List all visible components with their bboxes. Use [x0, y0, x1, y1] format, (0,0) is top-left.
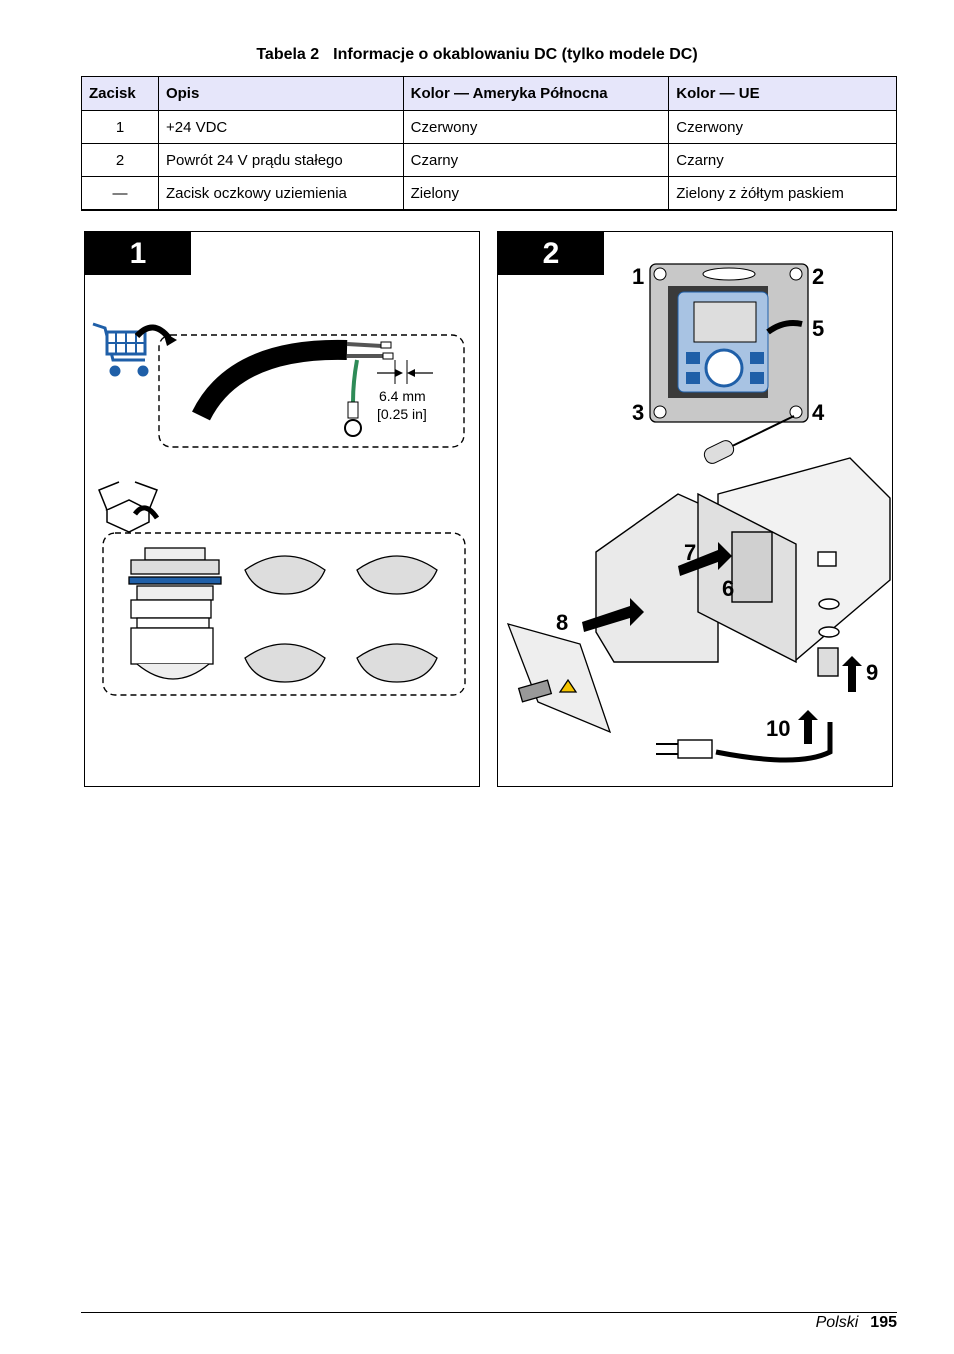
table-title: Informacje o okablowaniu DC (tylko model… [333, 46, 698, 63]
cable-detail-box [158, 334, 465, 448]
callout-3: 3 [632, 400, 644, 425]
cell-color-eu: Czarny [668, 143, 897, 177]
table-row: 2 Powrót 24 V prądu stałego Czarny Czarn… [81, 143, 897, 177]
ring-terminal [344, 419, 362, 437]
dc-wiring-table: Zacisk Opis Kolor — Ameryka Północna Kol… [81, 76, 897, 211]
cell-color-na: Czerwony [402, 110, 670, 144]
table-caption: Tabela 2 Informacje o okablowaniu DC (tyl… [0, 46, 954, 64]
power-cord [656, 722, 833, 763]
callout-4: 4 [812, 400, 825, 425]
callout-5: 5 [812, 316, 824, 341]
ground-wire [351, 359, 359, 403]
callout-10: 10 [766, 716, 790, 741]
col-header-color-eu: Kolor — UE [668, 76, 897, 111]
stripped-wires [346, 342, 385, 358]
cable-jacket [192, 339, 348, 421]
direction-arrows [582, 542, 862, 744]
step-number: 1 [85, 232, 191, 275]
callout-7: 7 [684, 540, 696, 565]
controller-front [649, 263, 809, 423]
figure-1-illustration: 6.4 mm [0.25 in] [92, 322, 466, 696]
table-row: — Zacisk oczkowy uziemienia Zielony Ziel… [81, 176, 897, 211]
page-number: 195 [870, 1314, 897, 1331]
cell-color-eu: Zielony z żółtym paskiem [668, 176, 897, 211]
table-label: Tabela 2 [256, 46, 320, 63]
callout-1: 1 [632, 264, 644, 289]
open-enclosure [595, 457, 891, 677]
figure-2-illustration: 1 2 3 4 5 6 7 8 9 10 [506, 263, 891, 763]
sealing-plug [244, 555, 438, 683]
col-header-description: Opis [157, 76, 404, 111]
table-row: 1 +24 VDC Czerwony Czerwony [81, 110, 897, 144]
open-box-icon [98, 481, 158, 533]
figure-step-2: 1 2 3 4 5 6 7 8 9 10 2 [497, 231, 893, 787]
callout-9: 9 [866, 660, 878, 685]
page-footer: Polski 195 [816, 1314, 897, 1332]
cell-description: +24 VDC [157, 110, 404, 144]
callout-8: 8 [556, 610, 568, 635]
cable-gland [128, 547, 222, 680]
curved-arrow-icon [132, 505, 160, 520]
cell-terminal: — [81, 176, 159, 211]
removed-cover-plate [506, 623, 612, 734]
footer-language: Polski [815, 1314, 859, 1331]
col-header-terminal: Zacisk [81, 76, 159, 111]
cell-terminal: 2 [81, 143, 159, 177]
cell-description: Powrót 24 V prądu stałego [157, 143, 404, 177]
callout-labels: 1 2 3 4 5 6 7 8 9 10 [556, 264, 878, 741]
strip-length-in: [0.25 in] [377, 406, 427, 422]
cell-color-eu: Czerwony [668, 110, 897, 144]
cell-description: Zacisk oczkowy uziemienia [157, 176, 404, 211]
step-number: 2 [498, 232, 604, 275]
figure-step-1: 6.4 mm [0.25 in] 1 [84, 231, 480, 787]
parts-box [102, 532, 466, 696]
callout-6: 6 [722, 576, 734, 601]
rotate-arrow-icon [766, 320, 803, 335]
screwdriver-icon [703, 415, 795, 464]
footer-divider [81, 1312, 897, 1313]
strip-length-mm: 6.4 mm [379, 388, 426, 404]
col-header-color-na: Kolor — Ameryka Północna [402, 76, 670, 111]
cell-terminal: 1 [81, 110, 159, 144]
shopping-cart-icon [92, 322, 149, 377]
cell-color-na: Czarny [402, 143, 670, 177]
callout-2: 2 [812, 264, 824, 289]
table-header-row: Zacisk Opis Kolor — Ameryka Północna Kol… [81, 76, 897, 111]
cell-color-na: Zielony [402, 176, 670, 211]
